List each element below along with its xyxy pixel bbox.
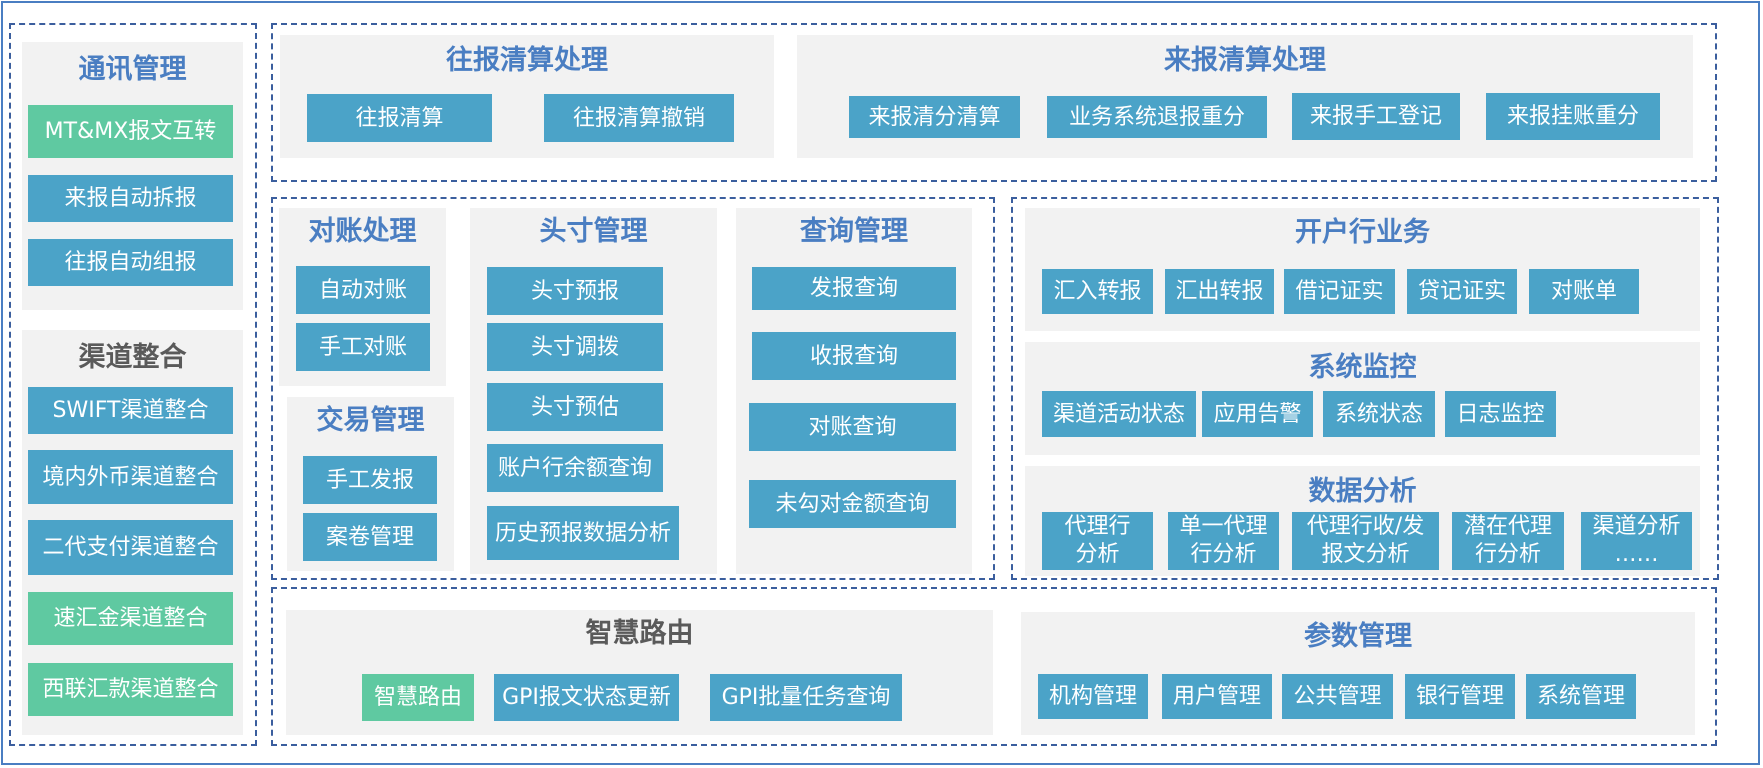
comm-title: 通讯管理	[78, 54, 187, 85]
bottom-group	[271, 587, 1717, 746]
params-title: 参数管理	[1304, 621, 1412, 652]
query-item-received[interactable]: 收报查询	[752, 332, 956, 380]
comm-item-auto-assemble[interactable]: 往报自动组报	[28, 239, 233, 286]
routing-title: 智慧路由	[585, 618, 694, 649]
query-item-unmatched-amount[interactable]: 未勾对金额查询	[749, 480, 956, 528]
channel-title: 渠道整合	[78, 342, 187, 373]
account-item-inward[interactable]: 汇入转报	[1042, 269, 1153, 314]
account-item-statement[interactable]: 对账单	[1529, 269, 1639, 314]
analysis-item-potential-agent[interactable]: 潜在代理 行分析	[1452, 512, 1564, 570]
account-item-outward[interactable]: 汇出转报	[1165, 269, 1274, 314]
analysis-item-agent-bank[interactable]: 代理行 分析	[1042, 512, 1153, 570]
comm-item-auto-split[interactable]: 来报自动拆报	[28, 175, 233, 222]
recon-title: 对账处理	[308, 216, 417, 247]
outgoing-title: 往报清算处理	[446, 45, 608, 76]
trade-panel: 交易管理 手工发报 案卷管理	[287, 397, 454, 571]
params-item-public[interactable]: 公共管理	[1282, 674, 1393, 719]
outgoing-item-clearing[interactable]: 往报清算	[307, 94, 492, 142]
query-item-reconciliation[interactable]: 对账查询	[749, 403, 956, 451]
position-panel: 头寸管理 头寸预报 头寸调拨 头寸预估 账户行余额查询 历史预报数据分析	[470, 208, 717, 574]
position-item-allocate[interactable]: 头寸调拨	[487, 323, 663, 371]
incoming-item-manual-register[interactable]: 来报手工登记	[1292, 93, 1460, 140]
params-item-system[interactable]: 系统管理	[1526, 674, 1636, 719]
monitor-item-system-status[interactable]: 系统状态	[1323, 391, 1435, 437]
account-panel: 开户行业务 汇入转报 汇出转报 借记证实 贷记证实 对账单	[1025, 208, 1700, 331]
right-group	[1011, 197, 1719, 580]
left-column-group	[9, 23, 257, 746]
incoming-item-return-redistribute[interactable]: 业务系统退报重分	[1047, 96, 1267, 138]
routing-panel: 智慧路由 智慧路由 GPI报文状态更新 GPI批量任务查询	[286, 610, 993, 735]
channel-panel: 渠道整合 SWIFT渠道整合 境内外币渠道整合 二代支付渠道整合 速汇金渠道整合…	[22, 330, 243, 735]
position-title: 头寸管理	[539, 216, 648, 247]
channel-item-domestic-fx[interactable]: 境内外币渠道整合	[28, 450, 233, 504]
trade-item-manual-send[interactable]: 手工发报	[303, 456, 437, 504]
query-panel: 查询管理 发报查询 收报查询 对账查询 未勾对金额查询	[736, 208, 972, 574]
trade-item-case-management[interactable]: 案卷管理	[303, 513, 437, 561]
analysis-item-channel[interactable]: 渠道分析 ……	[1581, 512, 1692, 570]
query-item-sent[interactable]: 发报查询	[752, 267, 956, 310]
account-item-credit-confirm[interactable]: 贷记证实	[1407, 269, 1517, 314]
params-item-user[interactable]: 用户管理	[1162, 674, 1272, 719]
account-title: 开户行业务	[1295, 217, 1430, 248]
position-item-forecast[interactable]: 头寸预报	[487, 267, 663, 315]
trade-title: 交易管理	[316, 405, 425, 436]
routing-item-gpi-batch-query[interactable]: GPI批量任务查询	[710, 674, 902, 721]
incoming-title: 来报清算处理	[1164, 45, 1326, 76]
query-title: 查询管理	[800, 216, 908, 247]
routing-item-smart-route[interactable]: 智慧路由	[362, 674, 474, 721]
comm-panel: 通讯管理 MT&MX报文互转 来报自动拆报 往报自动组报	[22, 42, 243, 310]
channel-item-swift[interactable]: SWIFT渠道整合	[28, 387, 233, 434]
monitor-item-channel-status[interactable]: 渠道活动状态	[1042, 391, 1196, 437]
monitor-item-app-alert[interactable]: 应用告警	[1202, 391, 1313, 437]
channel-item-western-union[interactable]: 西联汇款渠道整合	[28, 663, 233, 716]
params-item-org[interactable]: 机构管理	[1038, 674, 1148, 719]
monitor-title: 系统监控	[1308, 352, 1417, 383]
analysis-panel: 数据分析 代理行 分析 单一代理 行分析 代理行收/发 报文分析 潜在代理 行分…	[1025, 466, 1700, 576]
clearing-group	[271, 23, 1717, 182]
position-item-history-analysis[interactable]: 历史预报数据分析	[487, 506, 679, 560]
channel-item-cnaps2[interactable]: 二代支付渠道整合	[28, 520, 233, 575]
monitor-item-log-monitor[interactable]: 日志监控	[1445, 391, 1556, 437]
incoming-item-suspense-redistribute[interactable]: 来报挂账重分	[1486, 93, 1660, 140]
analysis-item-send-receive[interactable]: 代理行收/发 报文分析	[1292, 512, 1439, 570]
outgoing-panel: 往报清算处理 往报清算 往报清算撤销	[280, 35, 774, 158]
outgoing-item-revoke[interactable]: 往报清算撤销	[544, 94, 734, 142]
recon-item-auto[interactable]: 自动对账	[296, 266, 430, 314]
params-panel: 参数管理 机构管理 用户管理 公共管理 银行管理 系统管理	[1021, 612, 1695, 735]
routing-item-gpi-status-update[interactable]: GPI报文状态更新	[494, 674, 679, 721]
analysis-title: 数据分析	[1308, 476, 1417, 507]
incoming-item-sort-clearing[interactable]: 来报清分清算	[849, 96, 1020, 138]
recon-panel: 对账处理 自动对账 手工对账	[279, 208, 446, 386]
incoming-panel: 来报清算处理 来报清分清算 业务系统退报重分 来报手工登记 来报挂账重分	[797, 35, 1693, 158]
account-item-debit-confirm[interactable]: 借记证实	[1284, 269, 1395, 314]
analysis-item-single-agent[interactable]: 单一代理 行分析	[1168, 512, 1279, 570]
channel-item-moneygram[interactable]: 速汇金渠道整合	[28, 592, 233, 645]
middle-group	[271, 197, 995, 580]
position-item-estimate[interactable]: 头寸预估	[487, 383, 663, 431]
recon-item-manual[interactable]: 手工对账	[296, 323, 430, 371]
params-item-bank[interactable]: 银行管理	[1405, 674, 1515, 719]
position-item-balance-query[interactable]: 账户行余额查询	[487, 444, 663, 492]
comm-item-mt-mx[interactable]: MT&MX报文互转	[28, 105, 233, 158]
monitor-panel: 系统监控 渠道活动状态 应用告警 系统状态 日志监控	[1025, 342, 1700, 455]
